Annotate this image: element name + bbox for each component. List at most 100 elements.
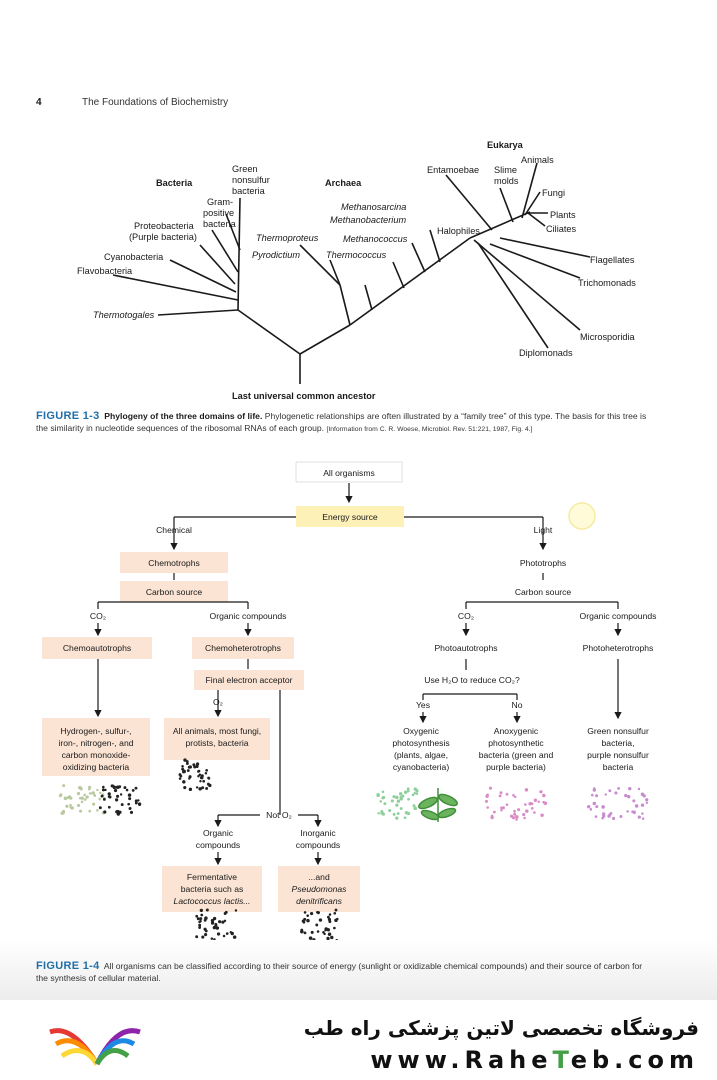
- organism-dot: [185, 760, 189, 763]
- label-diplomonads: Diplomonads: [519, 348, 573, 358]
- organism-dot: [310, 930, 314, 934]
- shop-url[interactable]: www.RaheTeb.com: [370, 1046, 699, 1074]
- organism-dot: [222, 934, 226, 938]
- organism-dot: [390, 799, 394, 803]
- plant-icon: [418, 788, 458, 822]
- carbon-source-left: Carbon source: [146, 587, 203, 597]
- organism-dot: [58, 794, 62, 798]
- organism-dot: [69, 803, 72, 807]
- anoxygenic-3: bacteria (green and: [479, 750, 554, 760]
- organism-dot: [232, 935, 237, 939]
- organism-dot: [70, 806, 74, 810]
- organism-dot: [199, 917, 203, 921]
- organism-dot: [186, 769, 190, 772]
- organism-dot: [76, 803, 81, 808]
- no-label: No: [512, 700, 523, 710]
- organism-dot: [221, 920, 225, 924]
- organism-dot: [324, 929, 327, 932]
- label-luca: Last universal common ancestor: [232, 391, 376, 401]
- figure-1-4-text2: the synthesis of cellular material.: [36, 973, 161, 983]
- organism-dot: [138, 803, 141, 807]
- chemoautotrophs: Chemoautotrophs: [63, 643, 131, 653]
- watermark-footer: فروشگاه تخصصی لاتین پزشکی راه طب www.Rah…: [0, 1000, 717, 1080]
- fermentative-1: Fermentative: [187, 872, 237, 882]
- domain-archaea: Archaea: [325, 178, 362, 188]
- organism-dot: [592, 788, 597, 792]
- organism-dot: [382, 795, 386, 800]
- organism-dot: [208, 783, 212, 788]
- organism-dot: [315, 923, 319, 927]
- anoxygenic-2: photosynthetic: [488, 738, 544, 748]
- figure-1-4-caption: FIGURE 1-4 All organisms can be classifi…: [36, 960, 686, 984]
- organism-dot: [98, 797, 102, 801]
- organism-dot: [300, 929, 304, 934]
- tree-branches: [112, 162, 591, 384]
- organism-dot: [533, 798, 538, 802]
- yes-label: Yes: [416, 700, 430, 710]
- organism-dot: [99, 791, 102, 795]
- organism-dot: [115, 810, 119, 814]
- organism-dot: [333, 926, 336, 930]
- co2-left: CO₂: [90, 611, 106, 621]
- organism-dot: [594, 815, 598, 818]
- label-purple-bacteria: (Purple bacteria): [129, 232, 197, 242]
- organism-dot: [128, 806, 132, 810]
- o2-label: O₂: [213, 697, 223, 707]
- oxygenic-1: Oxygenic: [403, 726, 440, 736]
- organism-dot: [115, 798, 119, 802]
- chemoauto-desc-3: carbon monoxide-: [62, 750, 131, 760]
- organism-dot: [626, 810, 629, 813]
- organism-dot: [326, 936, 330, 941]
- organism-dot: [306, 918, 310, 923]
- organism-dot: [486, 806, 489, 809]
- figure-1-3-title: Phylogeny of the three domains of life.: [104, 411, 263, 421]
- label-methanococcus: Methanococcus: [343, 234, 408, 244]
- organism-dot: [205, 768, 208, 772]
- organism-dot: [107, 805, 111, 809]
- organism-dot: [76, 791, 81, 796]
- organism-dot: [68, 795, 72, 799]
- organism-dot: [595, 794, 599, 798]
- organism-dot: [540, 813, 544, 817]
- label-methanosarcina: Methanosarcina: [341, 202, 406, 212]
- organism-dot: [119, 793, 123, 796]
- not-o2-label: Not O₂: [266, 810, 292, 820]
- organism-dot: [330, 935, 334, 940]
- chemoauto-desc-4: oxidizing bacteria: [63, 762, 130, 772]
- organism-dot: [78, 809, 83, 813]
- organism-dot: [107, 795, 111, 798]
- chemoauto-desc-1: Hydrogen-, sulfur-,: [60, 726, 131, 736]
- organism-dot: [123, 786, 127, 790]
- chemical-label: Chemical: [156, 525, 192, 535]
- organism-dot: [303, 911, 307, 914]
- organism-dot: [62, 784, 66, 788]
- organism-dot: [103, 810, 107, 814]
- page-number: 4: [36, 97, 42, 108]
- figure-1-3-label: FIGURE 1-3: [36, 410, 100, 422]
- organism-dot: [406, 789, 410, 793]
- chemoheterotrophs: Chemoheterotrophs: [205, 643, 281, 653]
- organism-dot: [515, 818, 518, 821]
- organism-dot: [205, 908, 209, 912]
- chemotrophs: Chemotrophs: [148, 558, 200, 568]
- label-halophiles: Halophiles: [437, 226, 480, 236]
- organism-dot: [401, 794, 405, 798]
- energy-source: Energy source: [322, 512, 378, 522]
- organism-dot: [533, 811, 536, 814]
- organism-dot: [204, 916, 208, 920]
- organism-dot: [379, 800, 383, 803]
- organism-dot: [501, 806, 505, 810]
- organism-dot: [205, 787, 209, 790]
- organism-dot: [199, 908, 203, 913]
- label-fungi: Fungi: [542, 188, 565, 198]
- figure-1-4-label: FIGURE 1-4: [36, 960, 100, 972]
- organism-dot: [199, 780, 202, 783]
- organism-dot: [415, 792, 419, 795]
- organism-dot: [505, 792, 509, 796]
- organism-dot: [592, 801, 597, 806]
- organism-dot: [512, 794, 515, 797]
- label-pyrodictium: Pyrodictium: [252, 250, 300, 260]
- organism-dot: [327, 917, 332, 922]
- organism-dot: [601, 805, 605, 809]
- organism-dot: [530, 807, 534, 810]
